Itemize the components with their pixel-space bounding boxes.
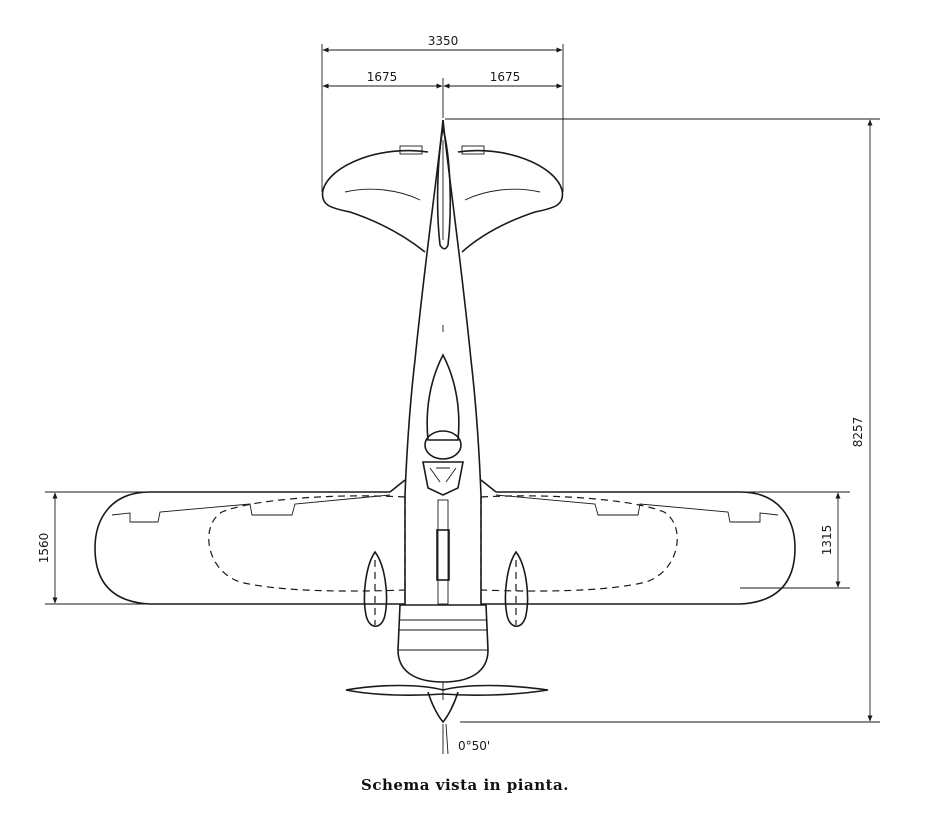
root-chord-label: 1560: [37, 533, 51, 564]
tail-half-left-label: 1675: [367, 70, 398, 84]
tip-chord-label: 1315: [820, 525, 834, 556]
engine-and-propeller: [345, 604, 549, 724]
dimension-lines: [45, 44, 880, 755]
overall-length-label: 8257: [851, 417, 865, 448]
tail-span-label: 3350: [428, 34, 459, 48]
fuselage: [389, 119, 497, 605]
main-wing: [94, 491, 796, 605]
horizontal-tail: [321, 145, 564, 253]
landing-gear-fairings: [363, 550, 529, 628]
tail-half-right-label: 1675: [490, 70, 521, 84]
prop-angle-label: 0°50': [458, 739, 490, 753]
figure-caption: Schema vista in pianta.: [361, 776, 569, 794]
